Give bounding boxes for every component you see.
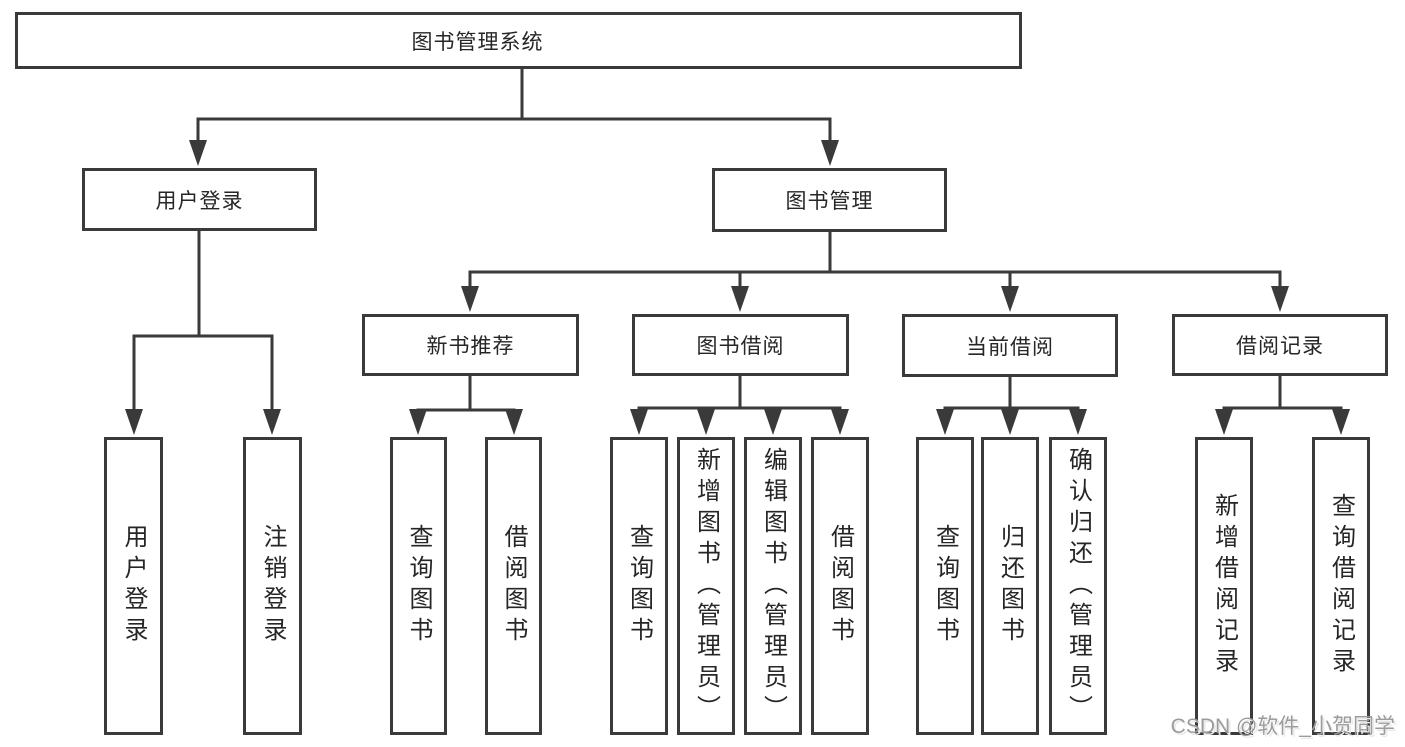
leaf-query-books-current: 查询图书 xyxy=(916,437,974,735)
arrow-head xyxy=(189,140,207,166)
arrow-head xyxy=(821,140,839,166)
arrow-head xyxy=(697,409,715,435)
arrow-head xyxy=(936,409,954,435)
arrow-head xyxy=(764,409,782,435)
arrow-head xyxy=(409,409,427,435)
leaf-add-borrow-record: 新增借阅记录 xyxy=(1195,437,1253,735)
leaf-edit-books-admin: 编辑图书（管理员） xyxy=(744,437,802,735)
arrow-head xyxy=(630,409,648,435)
edge-book-mgmt-branch xyxy=(468,270,1282,292)
leaf-add-books-admin: 新增图书（管理员） xyxy=(677,437,735,735)
node-library-management-system: 图书管理系统 xyxy=(15,12,1022,69)
arrow-head xyxy=(1215,409,1233,435)
arrow-head xyxy=(1069,409,1087,435)
edge-user-login-branch xyxy=(132,334,274,414)
arrowheads xyxy=(125,140,1350,435)
edge-records-branch xyxy=(1222,406,1343,413)
leaf-query-books-recommend: 查询图书 xyxy=(390,437,447,735)
leaf-confirm-return-admin: 确认归还（管理员） xyxy=(1049,437,1107,735)
leaf-query-borrow-record: 查询借阅记录 xyxy=(1312,437,1370,735)
leaf-logout: 注销登录 xyxy=(243,437,302,735)
edge-recommend-branch xyxy=(416,408,516,413)
arrow-head xyxy=(1332,409,1350,435)
arrow-head xyxy=(263,409,281,435)
watermark: CSDN @软件_小贺同学 xyxy=(1170,715,1395,738)
arrow-head xyxy=(505,409,523,435)
leaf-borrow-books-borrowing: 借阅图书 xyxy=(811,437,869,735)
node-current-borrowing: 当前借阅 xyxy=(902,314,1118,377)
arrow-head xyxy=(1001,286,1019,312)
arrow-head xyxy=(1271,286,1289,312)
leaf-user-login: 用户登录 xyxy=(104,437,163,735)
node-user-login: 用户登录 xyxy=(82,168,317,231)
arrow-head xyxy=(731,286,749,312)
leaf-query-books-borrowing: 查询图书 xyxy=(610,437,668,735)
leaf-return-books: 归还图书 xyxy=(981,437,1039,735)
node-book-borrowing: 图书借阅 xyxy=(632,314,849,376)
leaf-borrow-books-recommend: 借阅图书 xyxy=(485,437,542,735)
arrow-head xyxy=(831,409,849,435)
node-book-management: 图书管理 xyxy=(712,168,947,232)
edge-borrowing-branch xyxy=(637,406,842,413)
edge-root-branch xyxy=(196,117,832,146)
arrow-head xyxy=(461,286,479,312)
node-new-book-recommendation: 新书推荐 xyxy=(362,314,579,376)
node-borrowing-records: 借阅记录 xyxy=(1172,314,1388,376)
arrow-head xyxy=(125,409,143,435)
arrow-head xyxy=(1001,409,1019,435)
